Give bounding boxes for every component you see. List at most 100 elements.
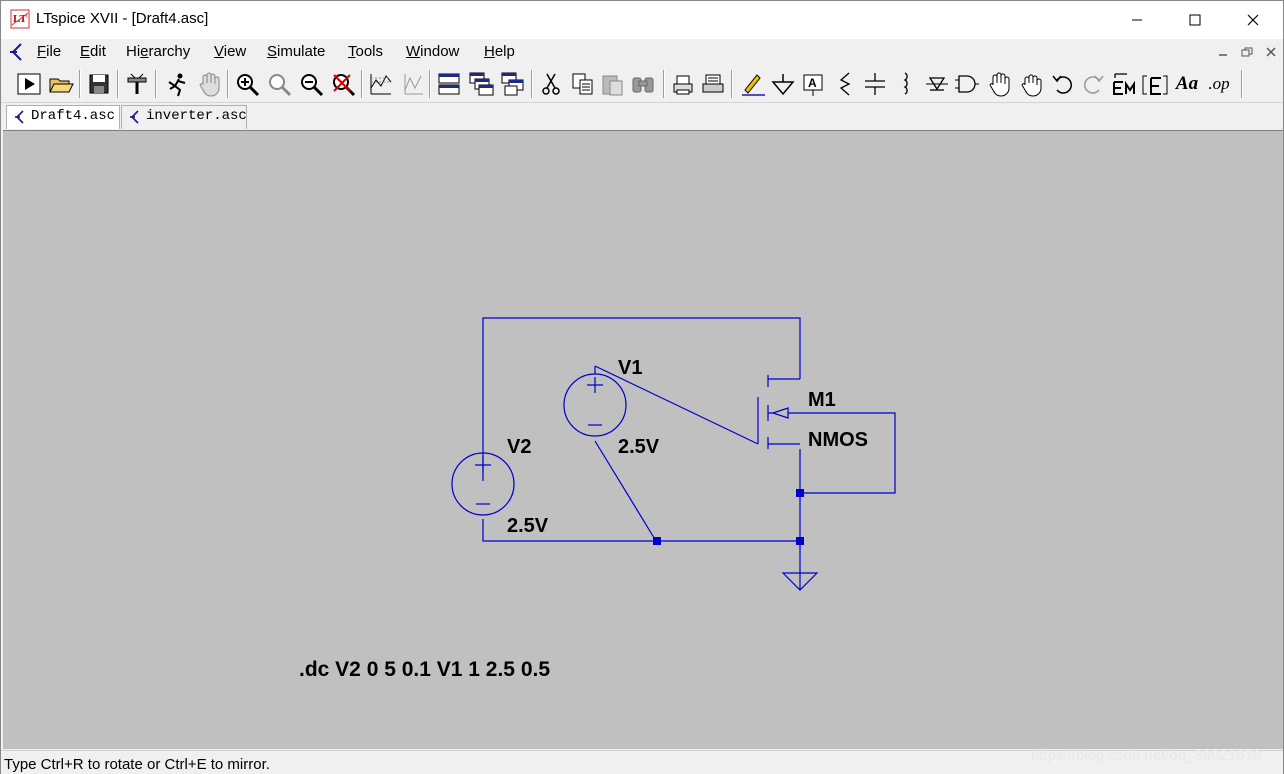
schematic-drawing[interactable]: V1 2.5V V2 2.5V M1 NMOS .dc V2 0 5 0.1 V… (3, 131, 1283, 750)
mdi-restore-icon[interactable] (1239, 45, 1255, 59)
delete-trace-icon[interactable] (399, 70, 427, 98)
move-icon[interactable] (985, 70, 1013, 98)
cascade-icon[interactable] (467, 70, 495, 98)
status-text: Type Ctrl+R to rotate or Ctrl+E to mirro… (4, 756, 270, 773)
diode-icon[interactable] (923, 70, 951, 98)
text-icon[interactable]: Aa (1173, 70, 1201, 98)
menu-tools[interactable]: Tools (348, 43, 384, 60)
spice-directive[interactable]: .dc V2 0 5 0.1 V1 1 2.5 0.5 (299, 658, 550, 681)
tab-label: Draft4.asc (31, 108, 116, 124)
zoom-in-icon[interactable] (233, 70, 261, 98)
menu-simulate[interactable]: Simulate (267, 43, 326, 60)
v1-value-label[interactable]: 2.5V (618, 436, 660, 458)
close-icon (1247, 14, 1259, 26)
toolbar-separator (1241, 70, 1243, 98)
junction-dot (796, 489, 804, 497)
toolbar-separator (117, 70, 119, 98)
maximize-button[interactable] (1166, 1, 1224, 39)
cut-icon[interactable] (537, 70, 565, 98)
toolbar: A Aa .op (1, 65, 1283, 103)
menu-help[interactable]: Help (484, 43, 515, 60)
title-bar[interactable]: LT LTspice XVII - [Draft4.asc] (1, 1, 1283, 39)
inductor-icon[interactable] (893, 70, 921, 98)
zoom-out-icon[interactable] (297, 70, 325, 98)
draw-wire-icon[interactable] (739, 70, 767, 98)
schematic-canvas[interactable]: V1 2.5V V2 2.5V M1 NMOS .dc V2 0 5 0.1 V… (3, 130, 1283, 749)
wire-v1-plus-to-gate (594, 365, 759, 445)
component-icon[interactable] (953, 70, 981, 98)
window-title: LTspice XVII - [Draft4.asc] (36, 10, 209, 27)
v1-name-label[interactable]: V1 (618, 357, 642, 379)
copy-icon[interactable] (569, 70, 597, 98)
menu-view[interactable]: View (214, 43, 247, 60)
redo-icon[interactable] (1079, 70, 1107, 98)
ltspice-logo-icon: LT (10, 9, 30, 29)
resistor-icon[interactable] (831, 70, 859, 98)
m1-nmos[interactable] (757, 375, 800, 449)
mdi-close-icon[interactable] (1263, 45, 1279, 59)
paste-icon[interactable] (599, 70, 627, 98)
zoom-full-icon[interactable] (265, 70, 293, 98)
print-preview-icon[interactable] (669, 70, 697, 98)
m1-model-label[interactable]: NMOS (808, 429, 868, 451)
watermark: https://blog.csdn.net/qq_39021670 (1031, 747, 1262, 764)
rotate-icon[interactable] (1111, 70, 1139, 98)
tile-vertical-icon[interactable] (499, 70, 527, 98)
v2-name-label[interactable]: V2 (507, 436, 531, 458)
menu-bar: File Edit Hierarchy View Simulate Tools Window… (1, 39, 1283, 65)
schematic-doc-icon (130, 110, 139, 124)
mdi-minimize-icon[interactable] (1215, 45, 1231, 59)
print-icon[interactable] (699, 70, 727, 98)
tab-draft4[interactable]: Draft4.asc (6, 105, 120, 129)
junctions (653, 489, 804, 545)
ground-symbol[interactable] (781, 572, 819, 591)
toolbar-separator (429, 70, 431, 98)
menu-window[interactable]: Window (406, 43, 460, 60)
toolbar-separator (531, 70, 533, 98)
spice-directive-icon[interactable]: .op (1205, 70, 1233, 98)
halt-icon[interactable] (163, 70, 191, 98)
find-icon[interactable] (629, 70, 657, 98)
wires[interactable] (482, 317, 896, 589)
open-icon[interactable] (47, 70, 75, 98)
capacitor-icon[interactable] (861, 70, 889, 98)
run-icon[interactable] (15, 70, 43, 98)
tab-label: inverter.asc (146, 108, 247, 124)
menu-file[interactable]: File (37, 43, 62, 60)
minimize-icon (1132, 19, 1142, 21)
v2-value-label[interactable]: 2.5V (507, 515, 549, 537)
undo-icon[interactable] (1049, 70, 1077, 98)
control-panel-icon[interactable] (123, 70, 151, 98)
mirror-icon[interactable] (1141, 70, 1169, 98)
menu-hierarchy[interactable]: Hierarchy (126, 43, 191, 60)
v2-source[interactable] (451, 452, 515, 516)
text-icon-label: Aa (1175, 73, 1199, 94)
schematic-doc-icon[interactable] (7, 42, 27, 62)
wire-v1-minus (594, 440, 657, 542)
zoom-cancel-icon[interactable] (329, 70, 357, 98)
close-button[interactable] (1224, 1, 1282, 39)
plus-sign (475, 457, 491, 473)
toolbar-separator (663, 70, 665, 98)
maximize-icon (1189, 14, 1201, 26)
drag-icon[interactable] (1017, 70, 1045, 98)
document-tabs: Draft4.asc inverter.asc (1, 103, 1283, 130)
label-net-icon[interactable]: A (799, 70, 827, 98)
save-icon[interactable] (85, 70, 113, 98)
junction-dot (653, 537, 661, 545)
m1-name-label[interactable]: M1 (808, 389, 836, 411)
autorange-icon[interactable] (367, 70, 395, 98)
body-arrow (771, 407, 789, 419)
tile-horizontal-icon[interactable] (435, 70, 463, 98)
wire-top-loop (482, 317, 801, 481)
ground-icon[interactable] (769, 70, 797, 98)
svg-text:A: A (808, 76, 817, 90)
pan-icon[interactable] (195, 70, 223, 98)
menu-edit[interactable]: Edit (80, 43, 106, 60)
v1-source[interactable] (563, 366, 627, 437)
junction-dot (796, 537, 804, 545)
tab-inverter[interactable]: inverter.asc (121, 105, 247, 129)
minimize-button[interactable] (1108, 1, 1166, 39)
toolbar-separator (227, 70, 229, 98)
